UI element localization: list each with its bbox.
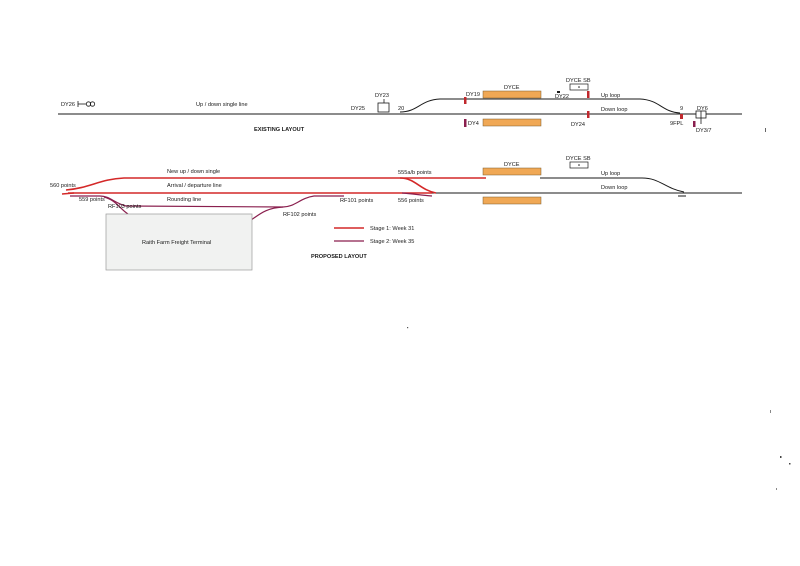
crossover-555-points [399, 177, 437, 194]
signal-dy4-label: DY4 [468, 121, 479, 127]
proposed-signal-box-label: DYCE SB [566, 156, 591, 162]
legend-stage2-label: Stage 2: Week 35 [370, 239, 414, 245]
existing-layout: DY26 Up / down single line DY23 DY25 20 … [58, 78, 742, 134]
scan-marks [407, 128, 791, 490]
signal-dy37-marker [693, 121, 696, 127]
signal-dy24-label: DY24 [571, 122, 585, 128]
signal-dy24-marker [587, 111, 590, 118]
proposed-up-loop-label: Up loop [601, 171, 620, 177]
points-559-label: 559 points [79, 197, 105, 203]
new-single-label: New up / down single [167, 169, 220, 175]
points-rf103-label: RF103 points [108, 204, 141, 210]
signal-dy6-label: DY6 [697, 106, 708, 112]
crossover-560-points [61, 192, 75, 195]
signal-dy6-icon [695, 110, 707, 124]
proposed-up-loop [540, 177, 685, 193]
signal-dy23-label: DY23 [375, 93, 389, 99]
points-rf102-label: RF102 points [283, 212, 316, 218]
points-9fpl-label: 9FPL [670, 121, 683, 127]
existing-layout-caption: EXISTING LAYOUT [254, 127, 305, 133]
proposed-down-loop-label: Down loop [601, 185, 627, 191]
points-9-marker [680, 114, 683, 119]
points-rf101-label: RF101 points [340, 198, 373, 204]
proposed-layout: DYCE DYCE SB New up / down single Arriva… [50, 156, 742, 271]
existing-up-loop-label: Up loop [601, 93, 620, 99]
signal-dy19-marker [464, 97, 467, 104]
signal-dy22-head [557, 91, 560, 93]
raith-farm-terminal-label: Raith Farm Freight Terminal [142, 240, 211, 246]
existing-signal-box-icon [569, 83, 589, 91]
existing-station-name: DYCE [504, 85, 520, 91]
signal-dy37-label: DY3/7 [696, 128, 712, 134]
legend: Stage 1: Week 31 Stage 2: Week 35 [334, 226, 414, 245]
proposed-layout-caption: PROPOSED LAYOUT [311, 254, 367, 260]
proposed-down-platform [482, 196, 542, 205]
signal-dy22-label: DY22 [555, 94, 569, 100]
existing-up-loop [399, 98, 681, 114]
rf103-branch [103, 196, 129, 215]
proposed-signal-box-icon [569, 161, 589, 169]
signal-dy19-label: DY19 [466, 92, 480, 98]
arrival-departure-label: Arrival / departure line [167, 183, 222, 189]
new-up-down-single-line [65, 177, 486, 191]
existing-down-platform [482, 118, 542, 127]
rounding-line-label: Rounding line [167, 197, 201, 203]
556-points-link [401, 192, 433, 197]
existing-signal-box-label: DYCE SB [566, 78, 591, 84]
signal-dy22-marker [587, 91, 590, 98]
proposed-station-name: DYCE [504, 162, 520, 168]
proposed-up-platform [482, 167, 542, 176]
legend-stage1-label: Stage 1: Week 31 [370, 226, 414, 232]
points-560-label: 560 points [50, 183, 76, 189]
signal-dy26-icon [77, 101, 96, 107]
points-9-label: 9 [680, 106, 683, 112]
points-556-label: 556 points [398, 198, 424, 204]
signal-dy25-label: DY25 [351, 106, 365, 112]
existing-down-loop-label: Down loop [601, 107, 627, 113]
points-555-label: 555a/b points [398, 170, 432, 176]
points-20-label: 20 [398, 106, 404, 112]
rf102-branch [250, 206, 284, 221]
signal-dy26-label: DY26 [61, 102, 75, 108]
signal-dy23-icon [377, 99, 390, 113]
raith-farm-terminal-box [105, 213, 253, 271]
signal-dy4-marker [464, 119, 467, 127]
single-line-label: Up / down single line [196, 102, 248, 108]
existing-up-platform [482, 90, 542, 99]
